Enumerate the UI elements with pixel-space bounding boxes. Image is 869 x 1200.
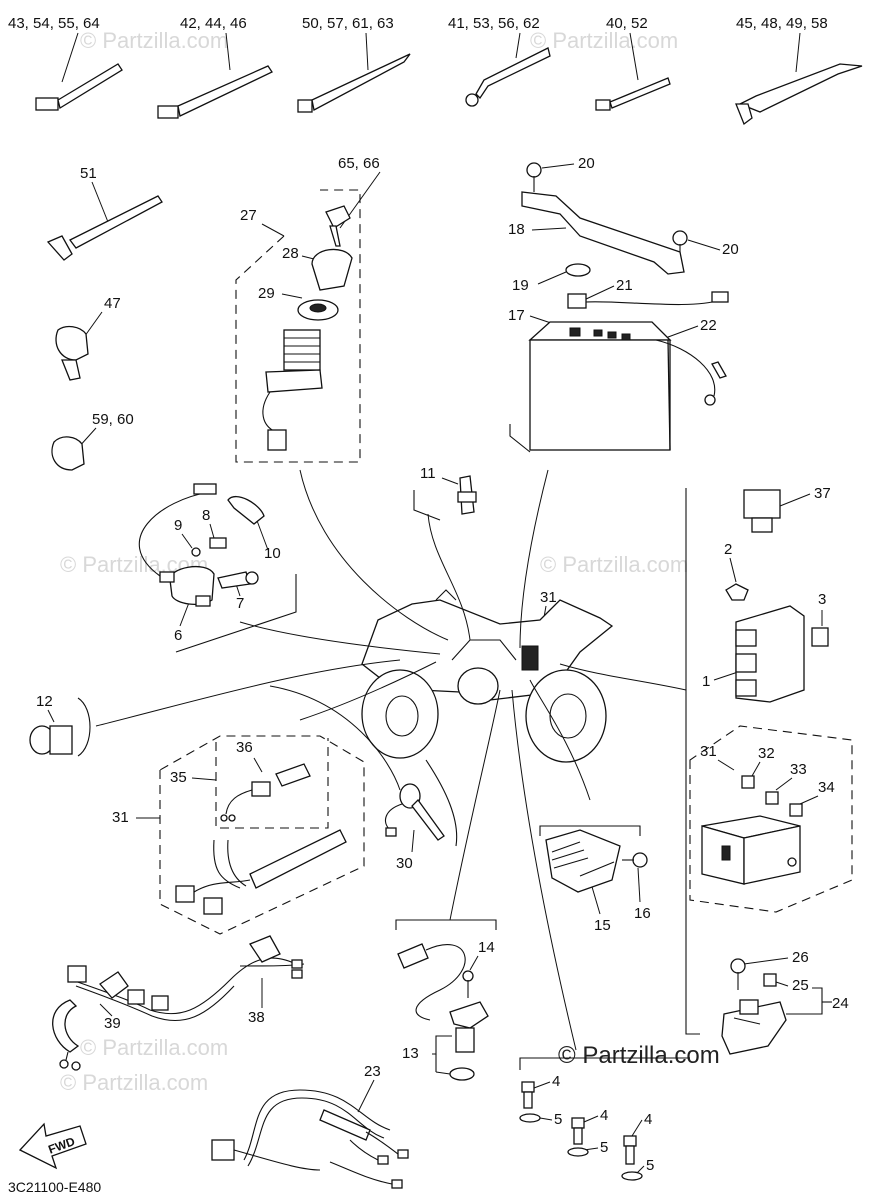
spark-plug[interactable]: 11 <box>413 465 477 521</box>
callout-label: 40, 52 <box>606 15 648 32</box>
callout-label: 30 <box>396 855 413 872</box>
watermark: © Partzilla.com <box>80 28 228 53</box>
cable-tie-45[interactable]: 45, 48, 49, 58 <box>735 15 863 126</box>
callout-label: 31 <box>540 589 557 606</box>
fuse-box-group[interactable]: 31 32 33 34 <box>689 725 853 913</box>
callout-label: 31 <box>700 743 717 760</box>
callout-label: 4 <box>552 1073 560 1090</box>
clip-47[interactable]: 47 <box>55 295 121 381</box>
bolt-washer-set[interactable]: 4 5 4 5 4 5 <box>519 1057 690 1181</box>
sensor-group-13[interactable]: 14 13 <box>395 919 497 1081</box>
callout-label: 31 <box>112 809 129 826</box>
callout-label: 25 <box>792 977 809 994</box>
cable-tie-51[interactable]: 51 <box>46 165 163 261</box>
callout-label: 2 <box>724 541 732 558</box>
callout-label: 59, 60 <box>92 411 134 428</box>
cable-tie-41[interactable]: 41, 53, 56, 62 <box>448 15 551 107</box>
callout-label: 21 <box>616 277 633 294</box>
callout-label: 38 <box>248 1009 265 1026</box>
callout-label: 17 <box>508 307 525 324</box>
callout-label: 28 <box>282 245 299 262</box>
switch-30[interactable]: 30 <box>384 759 458 872</box>
callout-label: 43, 54, 55, 64 <box>8 15 100 32</box>
callout-label: 8 <box>202 507 210 524</box>
callout-label: 45, 48, 49, 58 <box>736 15 828 32</box>
callout-label: 13 <box>402 1045 419 1062</box>
main-switch-group[interactable]: 65, 66 27 28 29 <box>235 155 381 463</box>
clip-59[interactable]: 59, 60 <box>51 411 134 471</box>
callout-label: 22 <box>700 317 717 334</box>
callout-label: 20 <box>578 155 595 172</box>
callout-label: 10 <box>264 545 281 562</box>
cable-tie-40[interactable]: 40, 52 <box>595 15 671 111</box>
wire-harness-23[interactable]: 23 <box>211 1063 409 1189</box>
callout-label: 26 <box>792 949 809 966</box>
callout-label: 27 <box>240 207 257 224</box>
watermark: © Partzilla.com <box>530 28 678 53</box>
forward-direction-arrow: FWD <box>18 1122 87 1170</box>
callout-label: 32 <box>758 745 775 762</box>
callout-label: 50, 57, 61, 63 <box>302 15 394 32</box>
callout-label: 9 <box>174 517 182 534</box>
callout-label: 14 <box>478 939 495 956</box>
callout-label: 5 <box>554 1111 562 1128</box>
callout-label: 4 <box>644 1111 652 1128</box>
callout-label: 39 <box>104 1015 121 1032</box>
callout-label: 47 <box>104 295 121 312</box>
callout-label: 19 <box>512 277 529 294</box>
cable-tie-43[interactable]: 43, 54, 55, 64 <box>8 15 123 111</box>
callout-label: 7 <box>236 595 244 612</box>
atv-vehicle: 31 <box>361 589 614 763</box>
callout-label: 37 <box>814 485 831 502</box>
callout-label: 1 <box>702 673 710 690</box>
callout-label: 15 <box>594 917 611 934</box>
callout-label: 24 <box>832 995 849 1012</box>
callout-label: 29 <box>258 285 275 302</box>
wire-harness-group[interactable]: 36 35 31 <box>112 735 365 935</box>
callout-label: 5 <box>646 1157 654 1174</box>
watermarks: © Partzilla.com © Partzilla.com © Partzi… <box>60 28 720 1095</box>
watermark: © Partzilla.com <box>80 1035 228 1060</box>
cable-tie-50[interactable]: 50, 57, 61, 63 <box>297 15 411 113</box>
rectifier-regulator-15[interactable]: 15 16 <box>539 825 651 934</box>
diagram-code: 3C21100-E480 <box>8 1179 101 1195</box>
thermo-switch-12[interactable]: 12 <box>29 693 91 757</box>
callout-label: 5 <box>600 1139 608 1156</box>
callout-label: 33 <box>790 761 807 778</box>
wire-harness-39[interactable]: 39 38 <box>52 935 305 1071</box>
callout-label: 4 <box>600 1107 608 1124</box>
callout-label: 34 <box>818 779 835 796</box>
callout-label: 18 <box>508 221 525 238</box>
callout-label: 36 <box>236 739 253 756</box>
callout-label: 20 <box>722 241 739 258</box>
callout-label: 12 <box>36 693 53 710</box>
cable-tie-42[interactable]: 42, 44, 46 <box>157 15 273 119</box>
callout-label: 65, 66 <box>338 155 380 172</box>
relay-37[interactable]: 37 <box>743 485 831 533</box>
watermark: © Partzilla.com <box>60 1070 208 1095</box>
callout-label: 3 <box>818 591 826 608</box>
callout-label: 6 <box>174 627 182 644</box>
callout-label: 41, 53, 56, 62 <box>448 15 540 32</box>
battery-group[interactable]: 20 20 18 19 21 17 22 <box>508 155 739 453</box>
partzilla-watermark: © Partzilla.com <box>558 1042 720 1069</box>
callout-label: 35 <box>170 769 187 786</box>
starter-relay-group[interactable]: 26 25 24 <box>721 949 849 1055</box>
leader-lines <box>95 469 687 1051</box>
callout-label: 42, 44, 46 <box>180 15 247 32</box>
cdi-unit-group[interactable]: 2 3 1 <box>685 488 829 1035</box>
callout-label: 23 <box>364 1063 381 1080</box>
callout-label: 51 <box>80 165 97 182</box>
callout-label: 11 <box>420 465 436 482</box>
callout-label: 16 <box>634 905 651 922</box>
ignition-coil-group[interactable]: 8 9 10 6 7 <box>138 483 297 653</box>
watermark: © Partzilla.com <box>540 552 688 577</box>
